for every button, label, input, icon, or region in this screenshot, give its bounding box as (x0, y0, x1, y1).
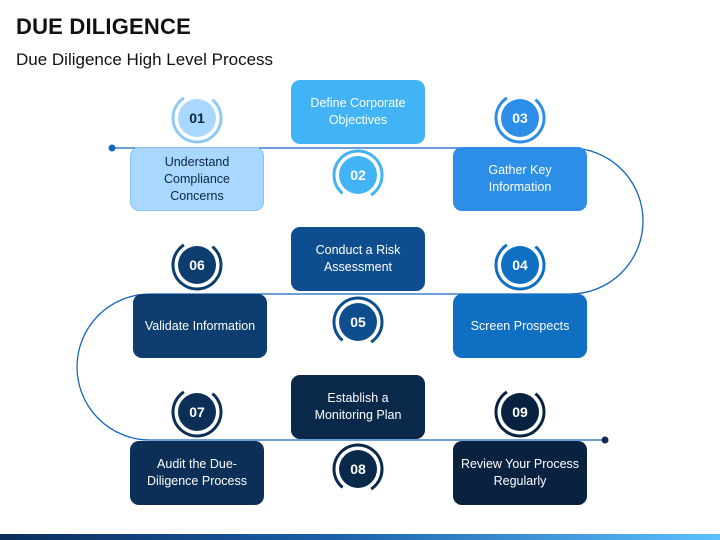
step-01-box[interactable]: Understand Compliance Concerns (130, 147, 264, 211)
step-06-label: Validate Information (144, 318, 256, 333)
step-04-box[interactable]: Screen Prospects (453, 294, 587, 358)
step-03-number: 03 (501, 99, 539, 137)
step-03-box[interactable]: Gather Key Information (453, 147, 587, 211)
page-subtitle: Due Diligence High Level Process (16, 50, 274, 69)
page-title: DUE DILIGENCE (16, 14, 191, 39)
step-07-box[interactable]: Audit the Due-Diligence Process (130, 441, 264, 505)
footer-bar (0, 534, 720, 540)
step-06-number: 06 (178, 246, 216, 284)
step-04-label: Screen Prospects (470, 318, 570, 333)
step-08-box[interactable]: Establish a Monitoring Plan (291, 375, 425, 439)
step-09-box[interactable]: Review Your Process Regularly (453, 441, 587, 505)
step-08-number: 08 (339, 450, 377, 488)
step-03-label: Gather Key Information (488, 163, 552, 194)
path-line (76, 147, 644, 441)
step-08-node: 08 (332, 443, 384, 495)
step-04-number: 04 (501, 246, 539, 284)
step-07-label: Audit the Due-Diligence Process (146, 457, 248, 488)
path-end-dot (601, 436, 609, 444)
step-06-node: 06 (171, 239, 223, 291)
step-08-label: Establish a Monitoring Plan (314, 391, 402, 422)
step-04-node: 04 (494, 239, 546, 291)
step-01-label: Understand Compliance Concerns (163, 154, 230, 203)
step-09-label: Review Your Process Regularly (460, 457, 580, 488)
step-09-number: 09 (501, 393, 539, 431)
step-07-number: 07 (178, 393, 216, 431)
step-05-box[interactable]: Conduct a Risk Assessment (291, 227, 425, 291)
step-02-number: 02 (339, 156, 377, 194)
step-05-node: 05 (332, 296, 384, 348)
step-02-box[interactable]: Define Corporate Objectives (291, 80, 425, 144)
step-01-number: 01 (178, 99, 216, 137)
step-09-node: 09 (494, 386, 546, 438)
step-05-number: 05 (339, 303, 377, 341)
step-02-label: Define Corporate Objectives (310, 96, 406, 127)
step-01-node: 01 (171, 92, 223, 144)
step-03-node: 03 (494, 92, 546, 144)
step-06-box[interactable]: Validate Information (133, 294, 267, 358)
step-07-node: 07 (171, 386, 223, 438)
step-02-node: 02 (332, 149, 384, 201)
step-05-label: Conduct a Risk Assessment (315, 243, 401, 274)
